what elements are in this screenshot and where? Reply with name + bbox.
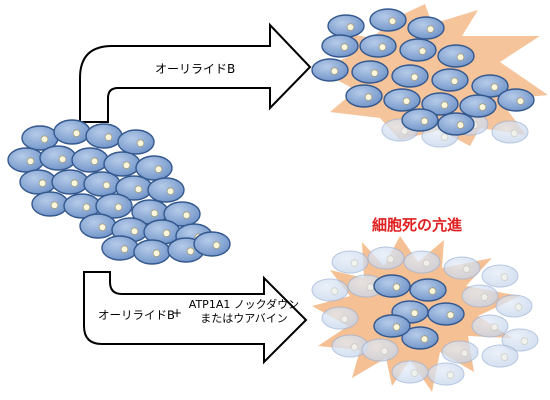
faded-cell: [361, 338, 399, 362]
result-label: 細胞死の亢進: [372, 216, 463, 234]
cell: [327, 14, 365, 38]
cell: [471, 74, 509, 98]
cell: [421, 92, 459, 116]
cell: [345, 84, 383, 108]
condition-line-1: ATP1A1 ノックダウン: [188, 298, 300, 311]
cell: [373, 314, 411, 338]
bottom-arrow-plus: +: [172, 306, 183, 320]
cell: [351, 60, 389, 84]
cell: [407, 16, 445, 40]
cell: [101, 235, 139, 261]
cell: [401, 326, 439, 350]
cell: [369, 8, 407, 32]
faded-cell: [441, 340, 479, 364]
top-arrow: [79, 22, 312, 123]
faded-cell: [443, 256, 481, 280]
cell: [135, 155, 173, 181]
cell: [409, 278, 447, 302]
cell: [39, 145, 77, 171]
cell: [321, 34, 359, 58]
cell: [147, 177, 185, 203]
faded-cell: [481, 344, 519, 368]
cell: [193, 231, 231, 257]
cell: [437, 112, 475, 136]
cell: [459, 94, 497, 118]
cell: [7, 147, 45, 173]
faded-cell: [311, 278, 349, 302]
bottom-arrow: [83, 271, 308, 365]
cell-cluster-dying: [311, 246, 539, 386]
top-arrow-label: オーリライドB: [155, 62, 236, 76]
cell: [51, 169, 89, 195]
cell: [163, 201, 201, 227]
cell: [85, 123, 123, 149]
cell: [391, 64, 429, 88]
faded-cell: [391, 360, 429, 384]
cell: [399, 38, 437, 62]
cell: [95, 193, 133, 219]
cell: [431, 68, 469, 92]
cell: [31, 191, 69, 217]
cell: [373, 274, 411, 298]
cell: [115, 175, 153, 201]
cell-cluster-treated: [311, 8, 535, 148]
faded-cell: [321, 306, 359, 330]
faded-cell: [471, 314, 509, 338]
bottom-arrow-label-drug: オーリライドB: [98, 308, 175, 322]
condition-line-2: またはウアバイン: [200, 312, 288, 325]
cell: [359, 34, 397, 58]
faded-cell: [367, 246, 405, 270]
faded-cell: [403, 250, 441, 274]
faded-cell: [491, 120, 529, 144]
bottom-arrow-label-condition: ATP1A1 ノックダウン またはウアバイン: [184, 298, 304, 326]
cell: [19, 169, 57, 195]
cell-cluster-initial: [7, 119, 231, 265]
faded-cell: [481, 264, 519, 288]
cell: [401, 108, 439, 132]
cell: [63, 193, 101, 219]
cell: [117, 129, 155, 155]
cell: [311, 58, 349, 82]
cell: [427, 302, 465, 326]
cell: [53, 119, 91, 145]
faded-cell: [501, 328, 539, 352]
faded-cell: [495, 294, 533, 318]
cell: [71, 147, 109, 173]
cell: [83, 171, 121, 197]
cell: [79, 213, 117, 239]
cell: [497, 88, 535, 112]
cell: [437, 44, 475, 68]
cell: [383, 88, 421, 112]
cell: [133, 239, 171, 265]
faded-cell: [427, 362, 465, 386]
faded-cell: [331, 250, 369, 274]
faded-cell: [461, 284, 499, 308]
